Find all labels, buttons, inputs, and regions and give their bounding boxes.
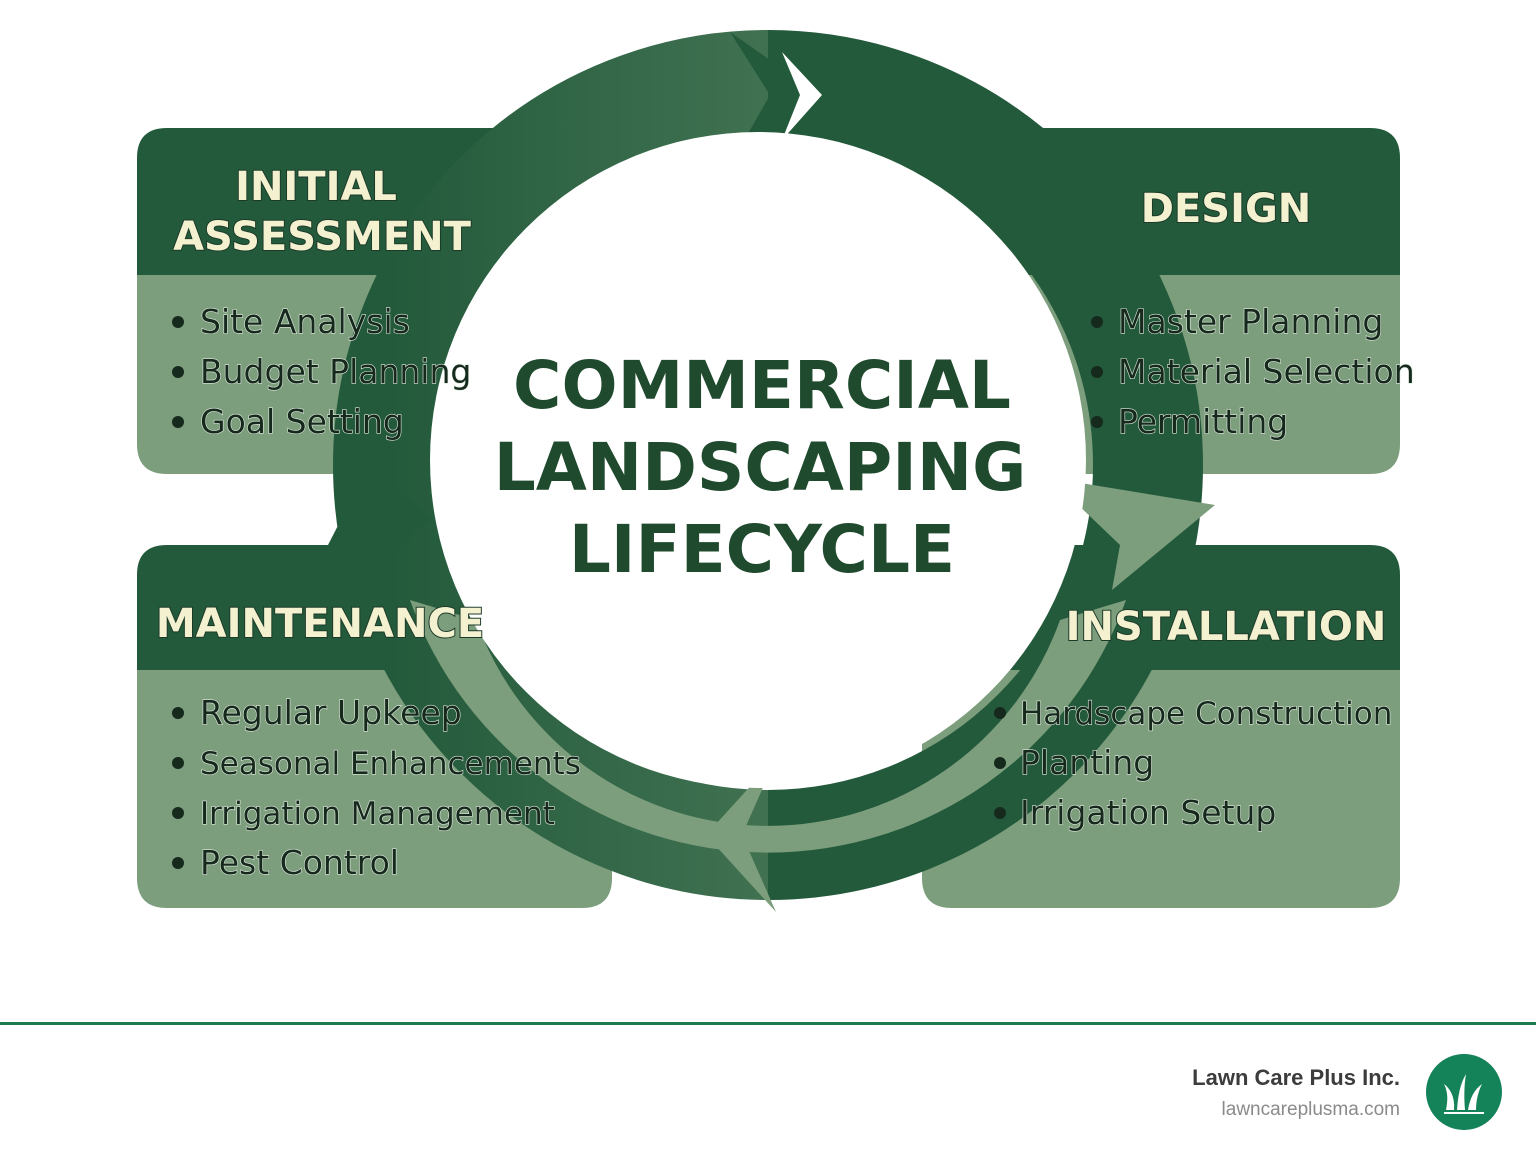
phase-item-regular-upkeep: Regular Upkeep (200, 693, 462, 732)
bullet-icon (172, 857, 184, 869)
arrow-to-maintenance-icon (706, 758, 776, 912)
phase-item-site-analysis: Site Analysis (200, 302, 410, 341)
footer-brand: Lawn Care Plus Inc. lawncareplusma.com (1192, 1064, 1400, 1124)
phase-installation: INSTALLATION Hardscape Construction Plan… (994, 603, 1393, 833)
phase-title-initial-assessment-line-1: INITIAL (235, 164, 397, 210)
bullet-icon (1091, 416, 1103, 428)
bullet-icon (1091, 366, 1103, 378)
phase-item-hardscape-construction: Hardscape Construction (1020, 696, 1392, 732)
phase-item-permitting: Permitting (1118, 402, 1288, 441)
cycle-ring-lower (410, 600, 1126, 853)
bullet-icon (172, 707, 184, 719)
phase-title-initial-assessment-line-2: ASSESSMENT (173, 214, 472, 260)
phase-item-irrigation-setup: Irrigation Setup (1020, 793, 1276, 832)
phase-design: DESIGN Master Planning Material Selectio… (1091, 185, 1415, 442)
phase-initial-assessment: INITIAL ASSESSMENT Site Analysis Budget … (172, 163, 473, 442)
phase-title-installation: INSTALLATION (1066, 604, 1387, 650)
arrow-to-installation-icon (1050, 478, 1215, 590)
footer-divider (0, 1022, 1536, 1025)
bullet-icon (172, 316, 184, 328)
company-website[interactable]: lawncareplusma.com (1221, 1099, 1400, 1120)
center-title-line-1: COMMERCIAL (513, 347, 1011, 424)
company-name: Lawn Care Plus Inc. (1192, 1065, 1400, 1090)
phase-item-pest-control: Pest Control (200, 843, 399, 882)
phase-item-irrigation-management: Irrigation Management (200, 796, 555, 832)
phase-item-master-planning: Master Planning (1118, 302, 1383, 341)
bullet-icon (994, 807, 1006, 819)
phase-title-design: DESIGN (1141, 186, 1312, 232)
bullet-icon (172, 757, 184, 769)
phase-item-planting: Planting (1020, 743, 1154, 782)
phase-item-budget-planning: Budget Planning (200, 352, 471, 391)
bullet-icon (1091, 316, 1103, 328)
arrow-to-design-notch-icon (782, 52, 822, 140)
phase-title-maintenance: MAINTENANCE (156, 601, 484, 647)
bullet-icon (172, 366, 184, 378)
phase-item-material-selection: Material Selection (1118, 352, 1415, 391)
center-title-line-3: LIFECYCLE (569, 511, 955, 588)
bullet-icon (172, 807, 184, 819)
phase-item-seasonal-enhancements: Seasonal Enhancements (200, 746, 581, 782)
grass-icon (1426, 1054, 1502, 1130)
center-circle (430, 132, 1086, 788)
center-title-line-2: LANDSCAPING (494, 429, 1027, 506)
bullet-icon (994, 707, 1006, 719)
bullet-icon (994, 757, 1006, 769)
phase-maintenance: MAINTENANCE Regular Upkeep Seasonal Enha… (155, 600, 582, 883)
arrow-to-design-icon (730, 32, 820, 165)
arrow-to-assessment-icon (328, 467, 432, 545)
phase-item-goal-setting: Goal Setting (200, 402, 404, 441)
cycle-ring (333, 30, 1203, 900)
bullet-icon (172, 416, 184, 428)
center-title: COMMERCIAL LANDSCAPING LIFECYCLE (494, 347, 1027, 588)
